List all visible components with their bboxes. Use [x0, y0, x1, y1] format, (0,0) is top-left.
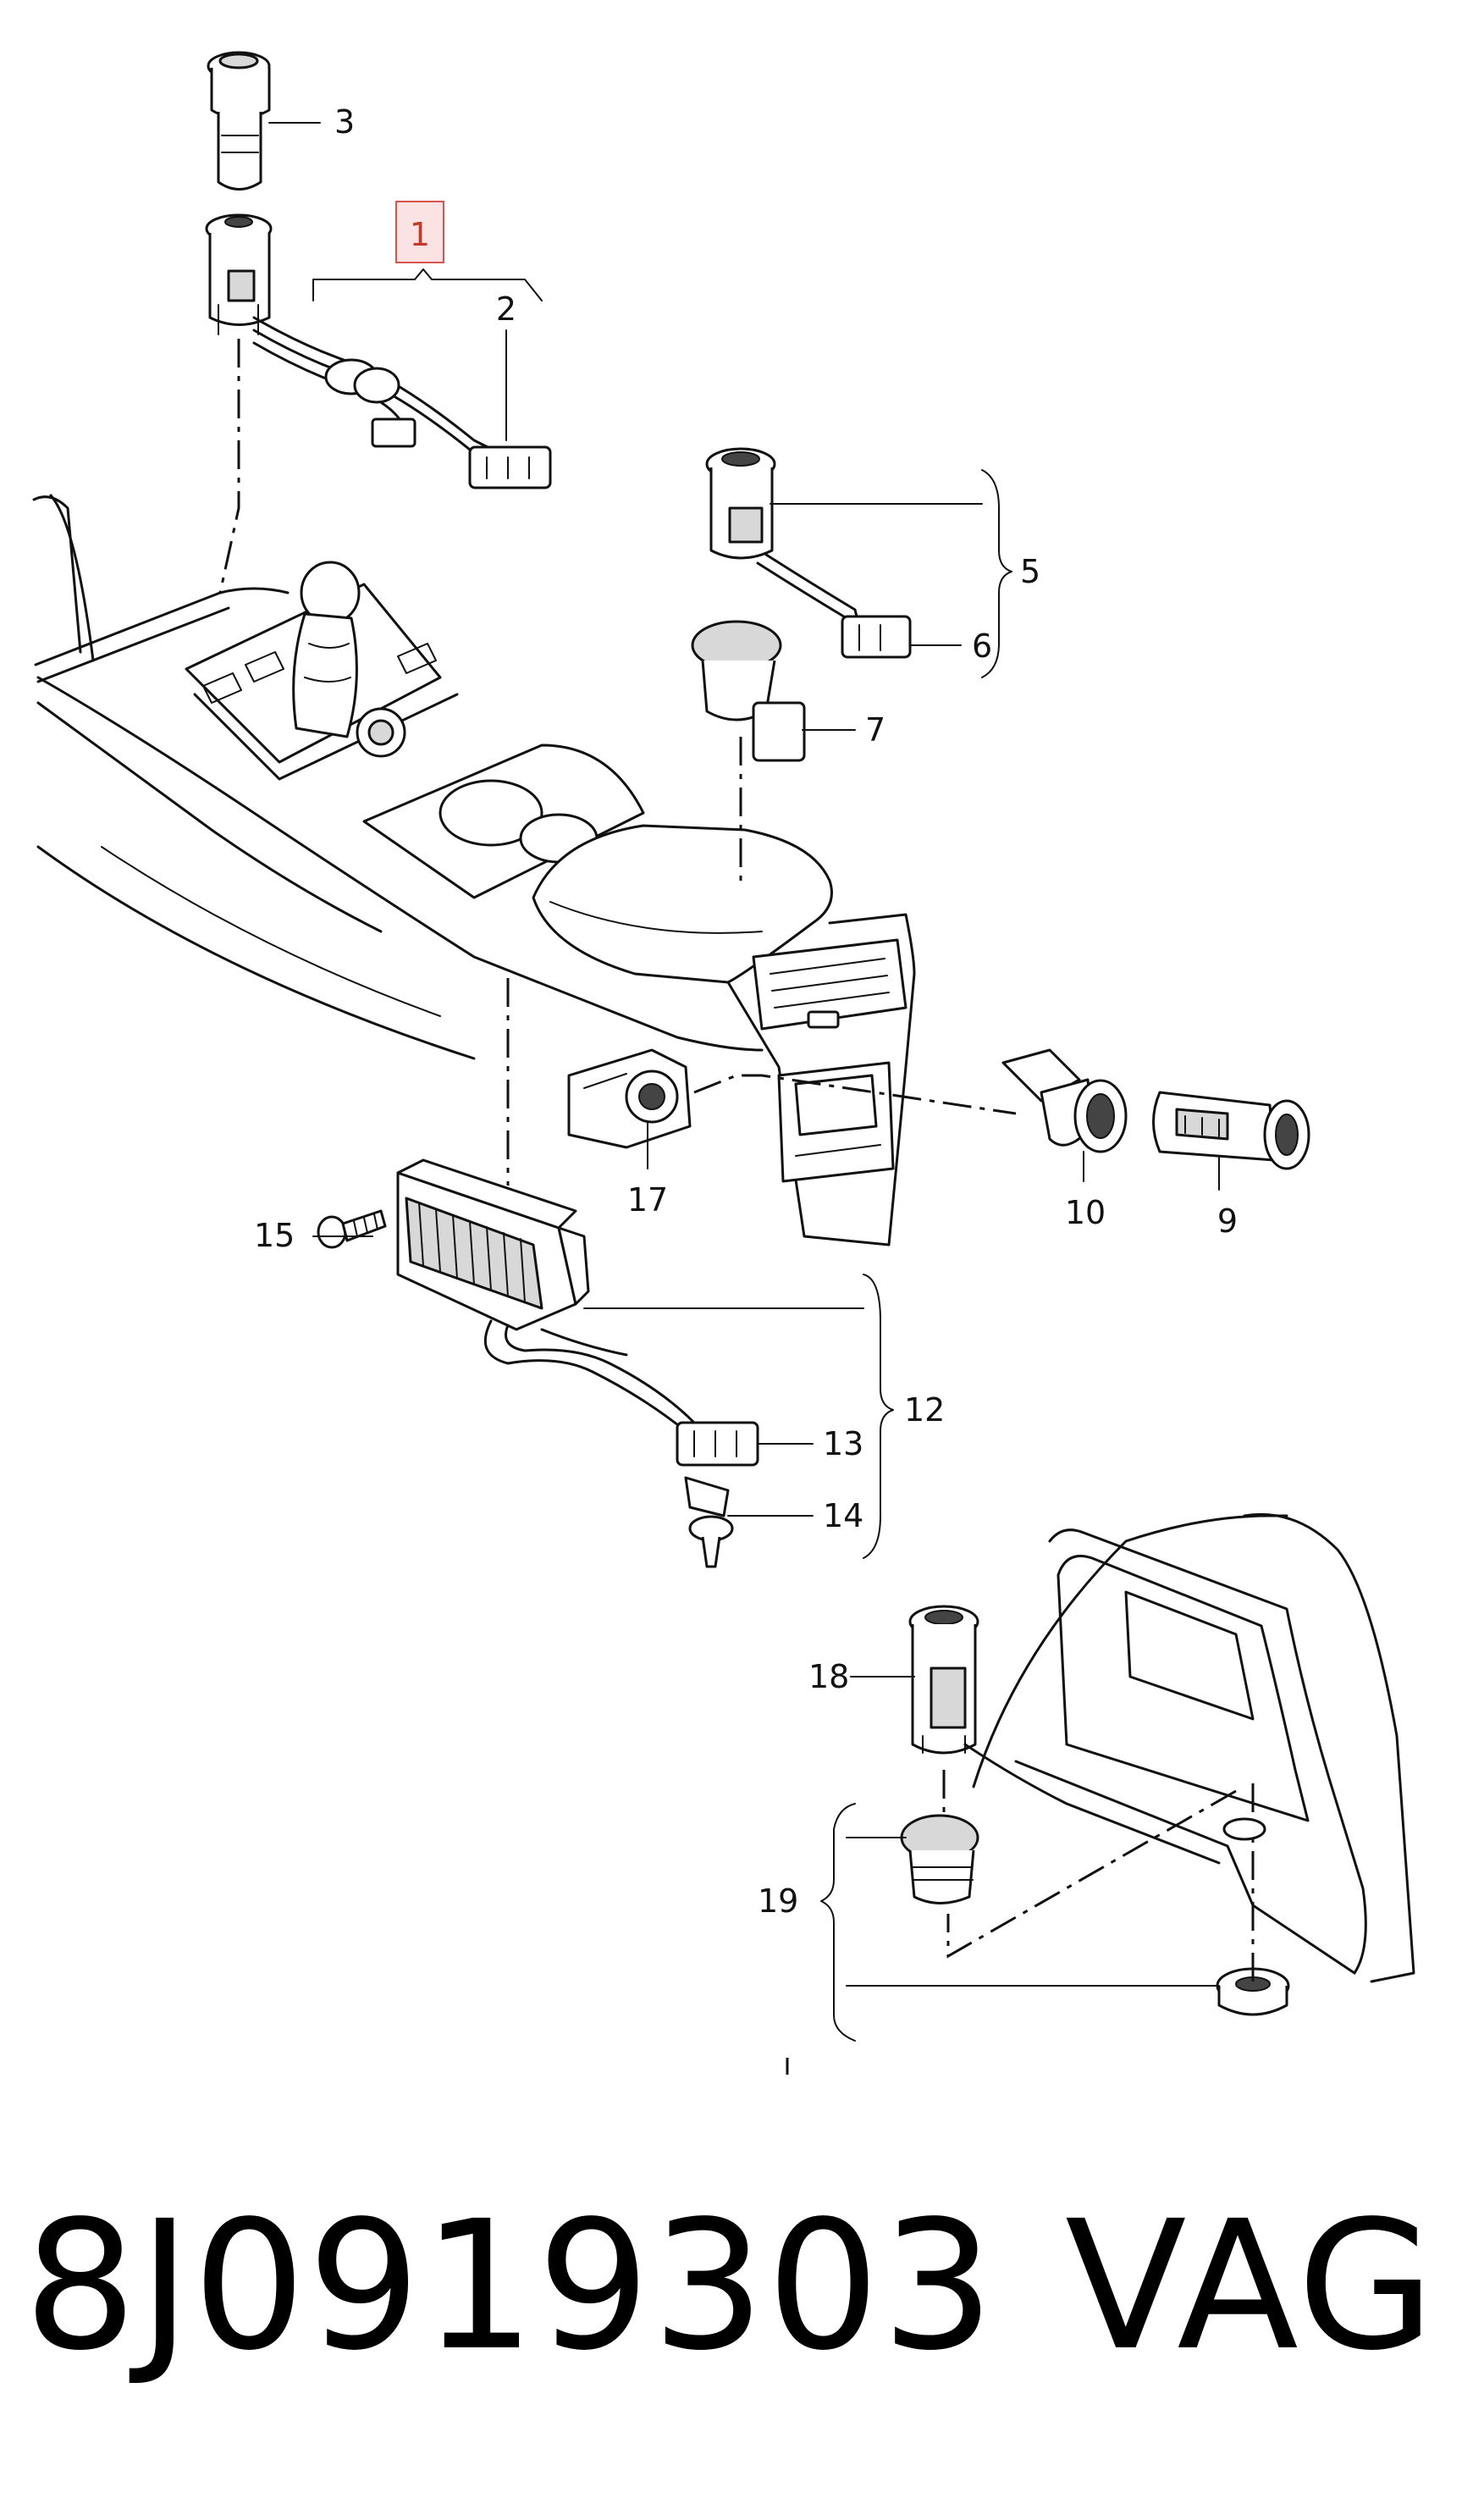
part-7-cap [691, 620, 806, 762]
callout-6: 6 [972, 627, 992, 665]
part-number: 8J0919303 [24, 2182, 996, 2390]
part-10-socket-holder [1001, 1048, 1128, 1153]
part-18-socket [908, 1605, 979, 1755]
part-15-screw [317, 1209, 387, 1249]
center-console [32, 494, 916, 1246]
leader-lines [268, 122, 1220, 2042]
part-14-clip [684, 1476, 734, 1568]
part-3-lighter-element [207, 51, 271, 191]
part-5-socket-harness [705, 447, 912, 659]
callout-13: 13 [823, 1425, 863, 1462]
callout-19: 19 [758, 1882, 798, 1920]
callout-17: 17 [627, 1181, 668, 1219]
callout-3: 3 [334, 103, 355, 141]
brand: VAG [1065, 2182, 1437, 2390]
assembly-lines [218, 339, 1255, 2075]
callout-10: 10 [1065, 1194, 1106, 1231]
part-1-socket-harness [205, 213, 552, 489]
part-17-socket-housing [567, 1048, 692, 1149]
part-12-control-unit [396, 1158, 759, 1467]
callout-2: 2 [496, 290, 516, 328]
callout-14: 14 [823, 1497, 863, 1534]
trunk-side-panel [963, 1512, 1415, 1983]
callout-labels: 1 2 3 5 6 7 17 10 9 15 12 13 14 18 19 [254, 103, 1238, 1920]
part-19-cap-and-nut [900, 1814, 1290, 2016]
callout-15: 15 [254, 1217, 295, 1254]
callout-1: 1 [410, 216, 430, 253]
callout-1-highlight [395, 201, 444, 263]
callout-5: 5 [1020, 553, 1040, 590]
footer: 8J0919303 VAG [24, 2176, 1463, 2396]
callout-18: 18 [808, 1658, 849, 1695]
part-9-socket [1152, 1091, 1310, 1170]
callout-9: 9 [1217, 1202, 1238, 1240]
callout-7: 7 [865, 711, 885, 749]
callout-12: 12 [904, 1391, 945, 1429]
